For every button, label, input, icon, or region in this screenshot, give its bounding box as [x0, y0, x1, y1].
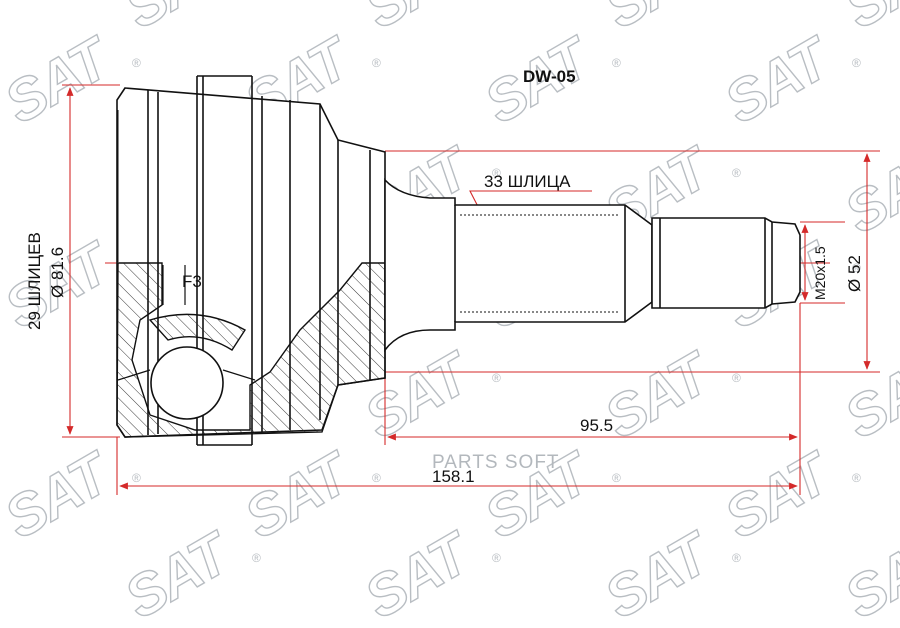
svg-text:SAT: SAT: [0, 24, 124, 136]
thread-value: M20x1.5: [812, 246, 828, 300]
part-number: DW-05: [523, 67, 576, 86]
parts-soft-watermark: PARTS SOFT: [432, 452, 560, 473]
svg-text:SAT: SAT: [714, 24, 844, 136]
svg-text:SAT: SAT: [834, 519, 900, 623]
sat-logo-watermark: SAT®: [593, 0, 724, 42]
svg-text:®: ®: [732, 551, 741, 565]
total-length-value: 158.1: [432, 467, 475, 486]
svg-text:®: ®: [132, 56, 141, 70]
svg-text:®: ®: [492, 551, 501, 565]
f3-label: F3: [182, 272, 202, 291]
svg-text:®: ®: [252, 551, 261, 565]
svg-text:®: ®: [852, 56, 861, 70]
svg-text:®: ®: [612, 56, 621, 70]
svg-text:®: ®: [492, 166, 501, 180]
sat-logo-watermark: SAT ®: [113, 518, 261, 628]
svg-text:SAT: SAT: [594, 0, 724, 41]
spline-count-outer: 33 ШЛИЦА: [484, 172, 571, 191]
svg-text:SAT: SAT: [234, 439, 364, 551]
svg-text:SAT: SAT: [114, 519, 244, 623]
svg-text:®: ®: [852, 261, 861, 275]
svg-text:®: ®: [852, 471, 861, 485]
sat-logo-watermark: SAT ®: [593, 338, 741, 452]
sat-logo-watermark: SAT ®: [233, 438, 381, 552]
spline-count-inner: 29 ШЛИЦЕВ: [25, 232, 44, 330]
svg-text:®: ®: [372, 56, 381, 70]
housing-section: [116, 262, 386, 438]
sat-logo-watermark: SAT®: [833, 518, 900, 628]
svg-text:®: ®: [732, 371, 741, 385]
svg-text:SAT: SAT: [834, 0, 900, 41]
shaft-length-value: 95.5: [580, 416, 613, 435]
labels: DW-05 33 ШЛИЦА F3 95.5 158.1 29 ШЛИЦЕВ Ø…: [25, 67, 864, 486]
svg-text:®: ®: [492, 371, 501, 385]
svg-text:®: ®: [372, 471, 381, 485]
svg-text:SAT: SAT: [594, 519, 724, 623]
sat-logo-watermark: SAT ®: [713, 23, 861, 137]
sat-logo-watermark: SAT ®: [353, 518, 501, 628]
svg-text:SAT: SAT: [714, 439, 844, 551]
output-shaft: [384, 177, 801, 353]
shaft-diameter-value: Ø 52: [845, 255, 864, 292]
sat-logo-watermark: SAT ®: [0, 438, 141, 552]
sat-logo-watermark: SAT ®: [593, 518, 741, 628]
outer-diameter-value: Ø 81.6: [48, 247, 67, 298]
svg-text:®: ®: [612, 471, 621, 485]
svg-text:SAT: SAT: [594, 339, 724, 451]
svg-text:SAT: SAT: [114, 0, 244, 41]
svg-text:®: ®: [132, 471, 141, 485]
svg-text:SAT: SAT: [0, 439, 124, 551]
ball-bearing: [150, 346, 224, 420]
sat-logo-watermark: SAT ®: [713, 438, 861, 552]
svg-text:®: ®: [732, 166, 741, 180]
svg-text:SAT: SAT: [354, 0, 484, 41]
sat-logo-watermark: SAT®: [833, 0, 900, 42]
sat-logo-watermark: SAT®: [113, 0, 244, 42]
sat-logo-watermark: SAT®: [353, 0, 484, 42]
svg-text:SAT: SAT: [354, 519, 484, 623]
